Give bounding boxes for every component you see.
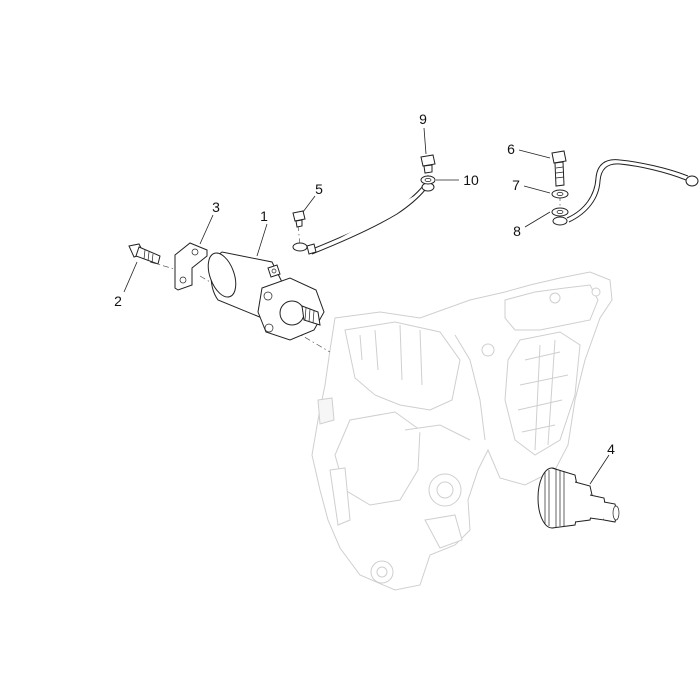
callout-3: 3 [212,199,220,215]
callout-5: 5 [315,181,323,197]
bolt-part-6 [551,150,567,187]
callout-10: 10 [463,172,479,188]
washer-part-10 [420,175,436,185]
callout-4: 4 [607,441,615,457]
bracket-part-3 [174,242,208,291]
callout-6: 6 [507,141,515,157]
washer-part-8 [551,207,569,217]
screw-part-9 [420,154,436,174]
callout-1: 1 [260,208,268,224]
callout-2: 2 [114,293,122,309]
crankcase-housing-ghost [311,271,613,591]
starter-cable [292,182,435,255]
starter-motor-part-1 [207,251,325,341]
bolt-part-2 [128,243,161,265]
starter-drive-part-4 [537,467,620,529]
washer-part-7 [551,189,569,199]
callout-labels: 1 2 3 4 5 6 7 8 9 10 [114,111,615,457]
ground-cable [552,159,699,226]
screw-part-5 [292,210,306,228]
callout-7: 7 [512,177,520,193]
callout-8: 8 [513,223,521,239]
callout-leader-lines [123,127,610,485]
callout-9: 9 [419,111,427,127]
